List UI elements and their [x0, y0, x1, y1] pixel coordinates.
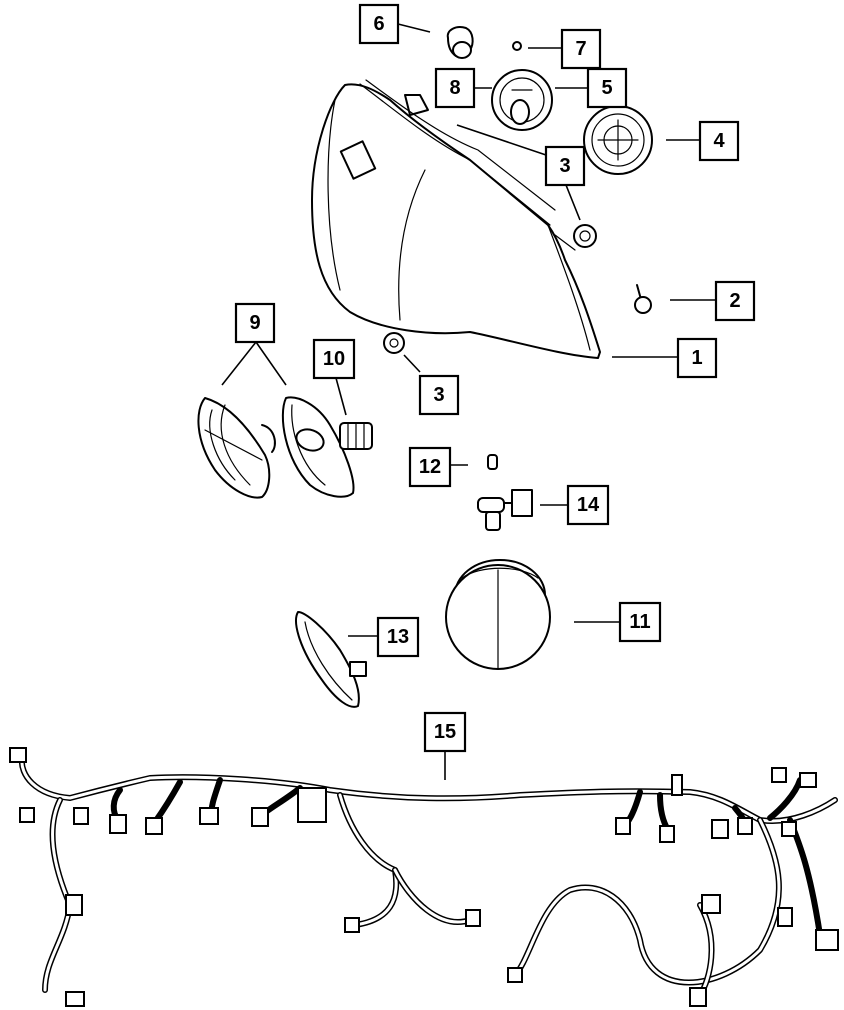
callout-14-label: 14: [577, 494, 600, 516]
callout-3-upper-label: 3: [559, 155, 570, 177]
callout-4-label: 4: [713, 130, 725, 152]
callout-12-label: 12: [419, 456, 441, 478]
callout-13-label: 13: [387, 626, 409, 648]
headlamp-assembly: [311, 79, 601, 359]
bulb-12: [487, 454, 498, 470]
reflector: [295, 611, 367, 708]
callout-8-label: 8: [449, 77, 460, 99]
side-marker-lamp-right: [281, 396, 355, 498]
callout-9-label: 9: [249, 312, 260, 334]
callout-13: 13: [376, 616, 420, 658]
callout-5: 5: [586, 67, 628, 109]
bulb-socket-small: [491, 69, 553, 131]
callout-6-label: 6: [373, 13, 384, 35]
bulb-socket-large: [583, 105, 653, 175]
leader-lines: [221, 23, 716, 780]
callout-3-upper: 3: [544, 145, 586, 187]
callout-3-lower-label: 3: [433, 384, 444, 406]
fog-lamp: [445, 559, 551, 670]
callout-1-label: 1: [691, 347, 702, 369]
callout-15-label: 15: [434, 721, 456, 743]
callout-10: 10: [312, 338, 356, 380]
bulb-7: [512, 41, 522, 51]
callout-4: 4: [698, 120, 740, 162]
callout-5-label: 5: [601, 77, 612, 99]
screw: [634, 284, 652, 314]
callout-11: 11: [618, 601, 662, 643]
callout-9: 9: [234, 302, 276, 344]
bulb-6: [446, 26, 474, 59]
callout-2-label: 2: [729, 290, 740, 312]
side-marker-lamp-left: [197, 397, 276, 499]
callout-6: 6: [358, 3, 400, 45]
nut-lower: [383, 332, 405, 354]
bulb-socket-10: [339, 422, 373, 450]
callout-7: 7: [560, 28, 602, 70]
fog-lamp-bulb: [477, 489, 533, 531]
callout-3-lower: 3: [418, 374, 460, 416]
callout-12: 12: [408, 446, 452, 488]
callout-10-label: 10: [323, 348, 345, 370]
callout-15: 15: [423, 711, 467, 753]
nut-upper: [573, 224, 597, 248]
callout-11-label: 11: [629, 611, 650, 633]
callout-1: 1: [676, 337, 718, 379]
callout-7-label: 7: [575, 38, 586, 60]
callout-14: 14: [566, 484, 610, 526]
wiring-harness: [9, 747, 839, 1007]
callout-8: 8: [434, 67, 476, 109]
callout-2: 2: [714, 280, 756, 322]
